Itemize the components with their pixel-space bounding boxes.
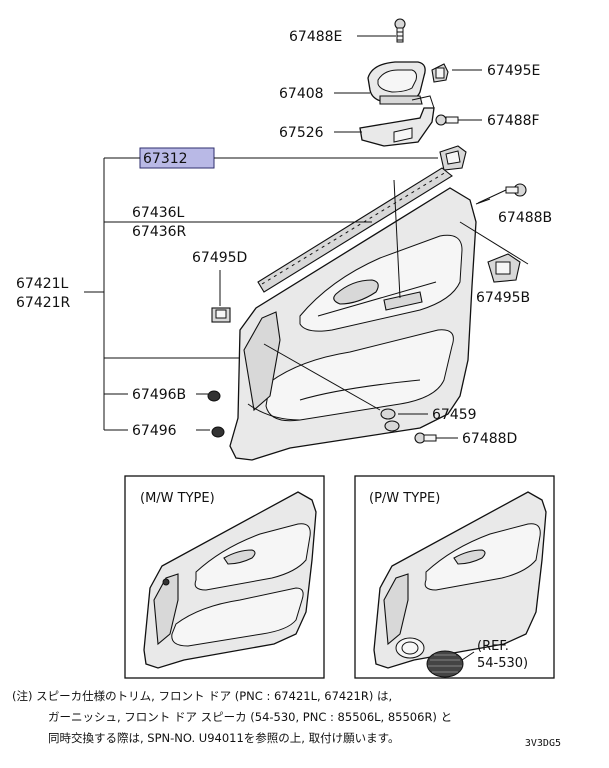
label-67495e: 67495E	[487, 63, 540, 79]
ref-line1: (REF.	[477, 639, 509, 654]
label-67488e: 67488E	[289, 29, 342, 45]
door-trim-panel	[229, 167, 477, 461]
mw-door-trim	[143, 491, 317, 669]
inset-pw-title: (P/W TYPE)	[369, 491, 440, 506]
label-67436l: 67436L	[132, 205, 185, 221]
bracket-67526	[359, 95, 435, 147]
label-67459: 67459	[432, 407, 477, 423]
label-67496: 67496	[132, 423, 177, 439]
pw-door-trim	[373, 491, 547, 669]
grommet-67459	[380, 408, 400, 432]
clip-67495d	[211, 307, 231, 323]
diagram-code: 3V3DG5	[524, 738, 561, 749]
clip-67495e	[431, 63, 449, 83]
note-line-1: (注) スピーカ仕様のトリム, フロント ドア (PNC : 67421L, 6…	[12, 689, 393, 703]
ref-line2: 54-530)	[477, 656, 528, 671]
fastener-67496b	[207, 390, 221, 402]
label-67488b: 67488B	[498, 210, 552, 226]
label-67495d: 67495D	[192, 250, 247, 266]
label-67312[interactable]: 67312	[143, 151, 188, 167]
door-handle-cup-67408	[367, 61, 426, 105]
label-67436r: 67436R	[132, 224, 187, 240]
label-67421r: 67421R	[16, 295, 71, 311]
label-67495b: 67495B	[476, 290, 530, 306]
screw-67488f	[435, 114, 459, 126]
label-67408: 67408	[279, 86, 324, 102]
label-67526: 67526	[279, 125, 324, 141]
label-67421l: 67421L	[16, 276, 69, 292]
fastener-67496	[211, 426, 225, 438]
corner-cap-67312	[439, 145, 467, 171]
label-67488d: 67488D	[462, 431, 517, 447]
screw-67488b	[505, 183, 527, 197]
screw-67488e	[394, 18, 406, 43]
speaker-grille-icon	[426, 650, 464, 678]
inset-mw-title: (M/W TYPE)	[140, 491, 215, 506]
clip-67495b	[487, 253, 521, 283]
label-67488f: 67488F	[487, 113, 540, 129]
note-line-3: 同時交換する際は, SPN-NO. U94011を参照の上, 取付け願います。	[48, 731, 400, 745]
label-67496b: 67496B	[132, 387, 186, 403]
screw-67488d	[414, 432, 437, 444]
note-line-2: ガーニッシュ, フロント ドア スピーカ (54-530, PNC : 8550…	[48, 710, 453, 724]
